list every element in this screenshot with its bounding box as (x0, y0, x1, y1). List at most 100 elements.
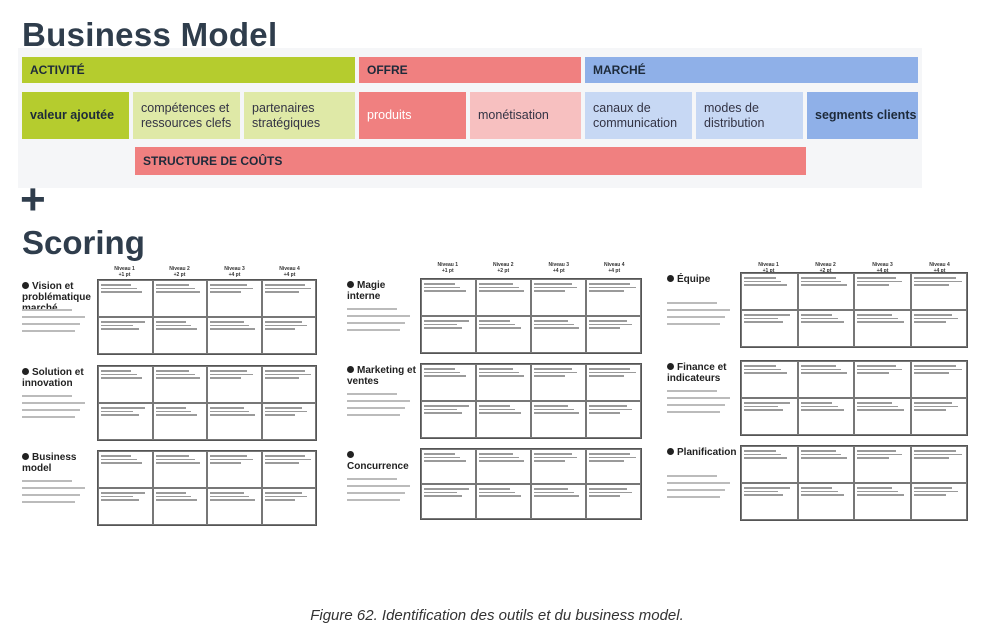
illegible-cell-text (744, 314, 791, 316)
bullet-icon (667, 363, 674, 370)
illegible-cell-text (210, 499, 255, 501)
scoring-grid-cell (98, 280, 153, 317)
illegible-cell-text (155, 407, 186, 409)
scoring-section-title: Planification (667, 447, 737, 458)
illegible-cell-text (857, 453, 902, 455)
illegible-cell-text (857, 280, 902, 282)
illegible-cell-text (913, 277, 957, 279)
illegible-cell-text (857, 321, 904, 323)
illegible-cell-text (155, 414, 197, 416)
illegible-cell-text (534, 323, 574, 325)
illegible-cell-text (101, 455, 132, 457)
cell-canaux: canaux de communication (585, 92, 692, 139)
illegible-cell-text (800, 453, 842, 455)
section-name: Concurrence (347, 461, 409, 472)
illegible-cell-text (264, 492, 302, 494)
illegible-cell-text (264, 377, 299, 379)
illegible-cell-text (101, 328, 139, 330)
scoring-grid-cell (586, 401, 641, 438)
illegible-cell-text (479, 371, 519, 373)
level-header: Niveau 3+4 pt (207, 266, 262, 278)
illegible-cell-text (101, 495, 134, 497)
illegible-cell-text (744, 405, 778, 407)
illegible-cell-text (800, 317, 838, 319)
illegible-cell-text (101, 407, 146, 409)
illegible-cell-text (913, 321, 946, 323)
bullet-icon (667, 275, 674, 282)
illegible-cell-text (744, 277, 776, 279)
level-header: Niveau 4+4 pt (911, 262, 968, 274)
illegible-cell-text (744, 372, 788, 374)
illegible-cell-text (744, 490, 778, 492)
illegible-cell-text (857, 402, 893, 404)
illegible-cell-text (479, 375, 525, 377)
illegible-cell-text (264, 324, 308, 326)
illegible-cell-text (264, 321, 302, 323)
illegible-cell-text (857, 317, 898, 319)
level-points: +4 pt (552, 268, 565, 274)
scoring-grid-cell (586, 279, 641, 316)
scoring-grid-cell (152, 403, 207, 440)
illegible-cell-text (744, 487, 791, 489)
illegible-cell-text (534, 286, 578, 288)
illegible-text-line (22, 409, 80, 411)
illegible-text-line (667, 397, 730, 399)
level-points: +2 pt (173, 272, 186, 278)
level-header: Niveau 3+4 pt (854, 262, 911, 274)
scoring-grid (97, 279, 317, 355)
scoring-grid-cell (531, 364, 586, 401)
illegible-text-line (347, 308, 397, 310)
illegible-cell-text (913, 317, 959, 319)
section-name: Planification (677, 447, 737, 458)
illegible-cell-text (534, 408, 574, 410)
scoring-grid-cell (854, 483, 911, 520)
illegible-cell-text (744, 317, 778, 319)
illegible-cell-text (155, 377, 201, 379)
illegible-cell-text (534, 453, 572, 455)
illegible-cell-text (744, 284, 788, 286)
scoring-grid-cell (854, 273, 911, 310)
illegible-cell-text (913, 365, 957, 367)
illegible-cell-text (534, 290, 566, 292)
illegible-cell-text (913, 409, 946, 411)
cell-competences: compétences et ressources clefs (133, 92, 240, 139)
scoring-grid-cell (797, 310, 854, 347)
level-header: Niveau 1+1 pt (740, 262, 797, 274)
illegible-cell-text (101, 287, 137, 289)
illegible-cell-text (800, 405, 838, 407)
illegible-text-line (347, 407, 405, 409)
illegible-cell-text (424, 375, 466, 377)
bullet-icon (22, 453, 29, 460)
scoring-grid-cell (261, 451, 316, 488)
bullet-icon (22, 368, 29, 375)
illegible-cell-text (800, 402, 832, 404)
illegible-cell-text (264, 410, 308, 412)
illegible-cell-text (744, 450, 776, 452)
illegible-cell-text (479, 456, 519, 458)
level-name: Niveau 2 (492, 262, 514, 268)
section-name: Magie interne (347, 280, 386, 302)
section-name: Business model (22, 452, 77, 474)
illegible-cell-text (800, 487, 832, 489)
illegible-cell-text (264, 370, 306, 372)
illegible-cell-text (857, 365, 896, 367)
illegible-cell-text (210, 462, 241, 464)
illegible-text-line (22, 402, 85, 404)
illegible-text-line (667, 496, 720, 498)
scoring-grid-cell (586, 316, 641, 353)
illegible-cell-text (210, 407, 244, 409)
level-name: Niveau 3 (224, 266, 245, 272)
illegible-cell-text (744, 409, 784, 411)
illegible-cell-text (210, 370, 248, 372)
illegible-cell-text (589, 405, 627, 407)
illegible-text-line (22, 416, 75, 418)
level-name: Niveau 4 (279, 266, 300, 272)
illegible-cell-text (424, 488, 469, 490)
illegible-text-line (347, 329, 400, 331)
illegible-cell-text (210, 321, 244, 323)
illegible-cell-text (264, 407, 302, 409)
illegible-text-line (667, 309, 730, 311)
header-activite: ACTIVITÉ (22, 57, 355, 83)
header-marche: MARCHÉ (585, 57, 918, 83)
illegible-cell-text (589, 408, 633, 410)
